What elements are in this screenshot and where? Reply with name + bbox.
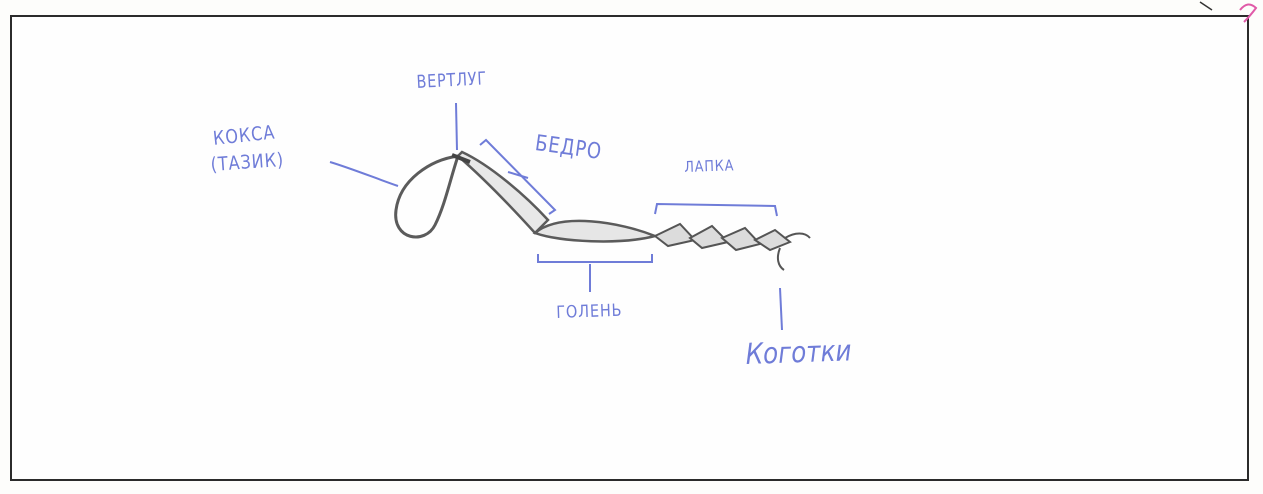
femur-segment (458, 152, 548, 233)
label-lapka: ЛАПКА (684, 156, 735, 176)
label-kogotki: Коготки (745, 333, 852, 371)
label-vertlug: ВЕРТЛУГ (416, 68, 487, 93)
bracket-lapka (655, 204, 777, 216)
tarsus-segment-3 (722, 228, 760, 250)
bracket-golen (538, 254, 652, 262)
pointer-koksa (330, 162, 398, 186)
pointer-kogotki (780, 288, 782, 330)
tarsus-segment-1 (655, 224, 695, 246)
pointer-vertlug (456, 103, 457, 150)
coxa-segment (396, 156, 458, 237)
tarsus-segment-4 (755, 230, 790, 250)
claw-lower (778, 248, 784, 270)
tibia-segment (535, 221, 655, 241)
corner-pen-mark (1200, 2, 1212, 10)
claw-upper (785, 234, 810, 239)
corner-pink-mark (1240, 4, 1256, 22)
label-golen: ГОЛЕНЬ (556, 301, 623, 323)
